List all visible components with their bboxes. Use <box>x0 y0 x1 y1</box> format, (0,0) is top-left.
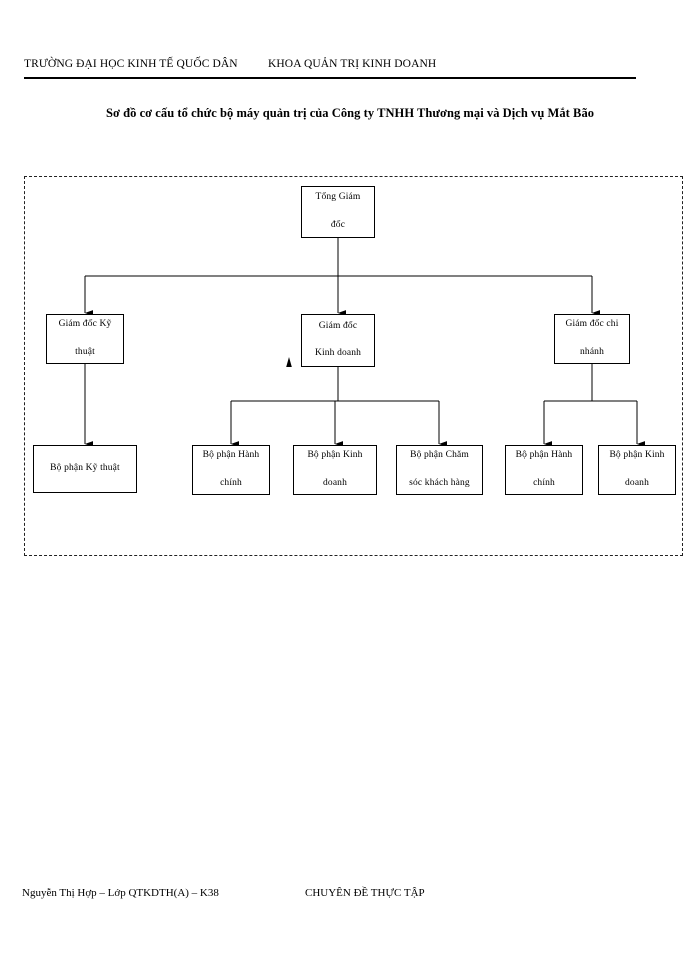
org-node-care-dept-line2: sóc khách hàng <box>409 477 470 488</box>
footer-subject: CHUYÊN ĐỀ THỰC TẬP <box>305 887 425 899</box>
org-node-tech-dept-line1: Bộ phận Kỹ thuật <box>50 463 120 474</box>
org-node-biz-dept-line2: doanh <box>323 477 347 488</box>
document-footer: Nguyễn Thị Hợp – Lớp QTKDTH(A) – K38 CHU… <box>22 887 682 905</box>
org-node-tech-dir-line2: thuật <box>75 346 95 357</box>
org-node-biz-dir[interactable]: Giám đốc Kinh doanh <box>301 314 375 367</box>
org-node-admin-dept-line1: Bộ phận Hành <box>202 450 260 461</box>
org-node-biz-dept-line1: Bộ phận Kinh <box>307 450 363 461</box>
page-title: Sơ đồ cơ cấu tổ chức bộ máy quản trị của… <box>105 106 595 120</box>
org-node-biz-dir-line2: Kinh doanh <box>314 348 362 359</box>
faculty-name: KHOA QUẢN TRỊ KINH DOANH <box>268 58 437 70</box>
footer-author: Nguyễn Thị Hợp – Lớp QTKDTH(A) – K38 <box>22 887 219 899</box>
university-name: TRƯỜNG ĐẠI HỌC KINH TẾ QUỐC DÂN <box>24 58 238 70</box>
diagram-frame <box>24 176 683 556</box>
org-node-branch-biz-dept[interactable]: Bộ phận Kinh doanh <box>598 445 676 495</box>
org-node-ceo-line2: đốc <box>330 219 346 230</box>
org-node-admin-dept-line2: chính <box>220 477 242 488</box>
org-node-care-dept-line1: Bộ phận Chăm <box>410 450 469 461</box>
org-node-biz-dir-line1: Giám đốc <box>318 320 358 331</box>
org-node-branch-dir-line1: Giám đốc chi <box>565 319 619 330</box>
org-node-branch-admin-dept-line2: chính <box>533 477 555 488</box>
document-header: TRƯỜNG ĐẠI HỌC KINH TẾ QUỐC DÂN KHOA QUẢ… <box>24 58 660 78</box>
org-node-tech-dir-line1: Giám đốc Kỹ <box>58 319 112 330</box>
org-node-tech-dir[interactable]: Giám đốc Kỹ thuật <box>46 314 124 364</box>
org-node-branch-biz-dept-line2: doanh <box>625 477 649 488</box>
org-node-ceo-line1: Tổng Giám <box>315 192 361 203</box>
org-node-tech-dept[interactable]: Bộ phận Kỹ thuật <box>33 445 137 493</box>
org-node-branch-dir[interactable]: Giám đốc chi nhánh <box>554 314 630 364</box>
org-node-admin-dept[interactable]: Bộ phận Hành chính <box>192 445 270 495</box>
header-divider <box>24 77 636 79</box>
org-node-care-dept[interactable]: Bộ phận Chăm sóc khách hàng <box>396 445 483 495</box>
org-node-branch-admin-dept[interactable]: Bộ phận Hành chính <box>505 445 583 495</box>
org-node-branch-dir-line2: nhánh <box>580 346 604 357</box>
org-node-branch-biz-dept-line1: Bộ phận Kinh <box>609 450 665 461</box>
org-node-branch-admin-dept-line1: Bộ phận Hành <box>515 450 573 461</box>
org-node-ceo[interactable]: Tổng Giám đốc <box>301 186 375 238</box>
org-node-biz-dept[interactable]: Bộ phận Kinh doanh <box>293 445 377 495</box>
